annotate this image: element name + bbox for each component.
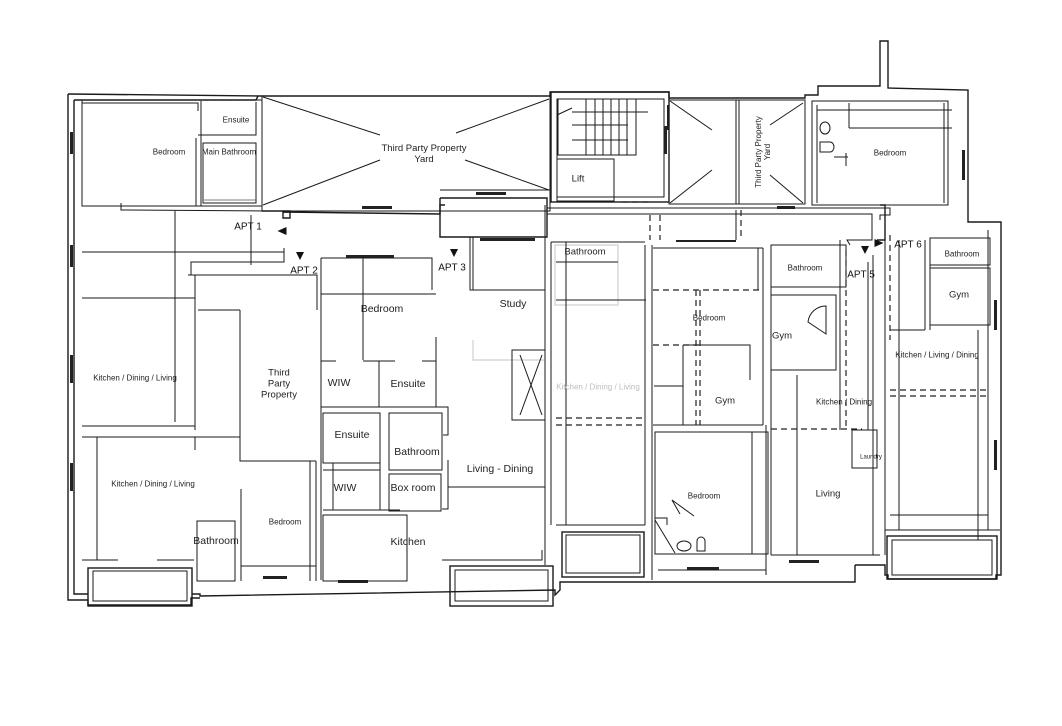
entrance-arrow-icon (296, 252, 304, 260)
room-label: Kitchen / Dining / Living (93, 373, 177, 383)
room-label: WIW (333, 481, 357, 494)
room-label: Bedroom (687, 491, 721, 501)
stair-lift-core (550, 91, 670, 203)
room-label: Gym (948, 289, 970, 301)
apartment-label-apt2: APT 2 (290, 265, 318, 277)
room-label: Living (815, 488, 841, 500)
room-label: Bedroom (268, 517, 302, 527)
room-label: Lift (571, 173, 585, 185)
room-label: Bathroom (787, 263, 823, 273)
apartment-label-apt5: APT 5 (847, 269, 875, 281)
room-label: Laundry (860, 454, 882, 461)
room-label: Kitchen / Dining / Living (556, 382, 640, 392)
room-label: Kitchen / Dining / Living (111, 479, 195, 489)
room-label: Ensuite (390, 377, 426, 390)
entrance-arrow-icon (450, 249, 458, 257)
room-label: Bedroom (692, 313, 726, 323)
right-yard-structure (668, 99, 952, 206)
apartment-label-apt3: APT 3 (438, 262, 466, 274)
room-label: Bedroom (152, 147, 186, 157)
room-label: Living - Dining (466, 462, 534, 475)
room-label: Ensuite (222, 115, 250, 125)
apartment-label-apt1: APT 1 (234, 221, 262, 233)
entrance-arrow-icon (277, 227, 287, 235)
entrance-arrow-icon (861, 246, 869, 254)
windows (70, 105, 997, 583)
room-label: Ensuite (334, 428, 370, 441)
room-label: Bathroom (944, 249, 980, 259)
room-label: Bedroom (360, 302, 404, 315)
room-label: Bathroom (564, 246, 606, 258)
room-label: Kitchen / Dining (815, 397, 873, 407)
outer-walls (67, 40, 1002, 607)
apt-6-interior (884, 230, 1000, 555)
room-label: Study (499, 297, 527, 310)
room-label: Kitchen (390, 535, 426, 548)
room-label: Main Bathroom (201, 147, 257, 157)
room-label: Bedroom (873, 148, 907, 158)
room-label: Box room (390, 481, 436, 494)
room-label: WIW (327, 376, 351, 389)
corridor-walls (439, 197, 891, 246)
room-label: Gym (771, 330, 793, 342)
room-label: Gym (714, 395, 736, 407)
apt-3-interior (320, 257, 545, 582)
apt-5-interior (653, 240, 880, 575)
apt-1-2-interior (82, 211, 318, 582)
room-label: Bathroom (394, 445, 440, 458)
entrance-arrow-icon (874, 239, 884, 247)
room-label: Bathroom (193, 534, 239, 547)
apt-4-interior (550, 241, 653, 580)
room-label: Kitchen / Living / Dining (895, 350, 979, 360)
study-shaft (469, 205, 546, 565)
apartment-label-apt6: APT 6 (894, 239, 922, 251)
third-party-yard (261, 95, 551, 212)
